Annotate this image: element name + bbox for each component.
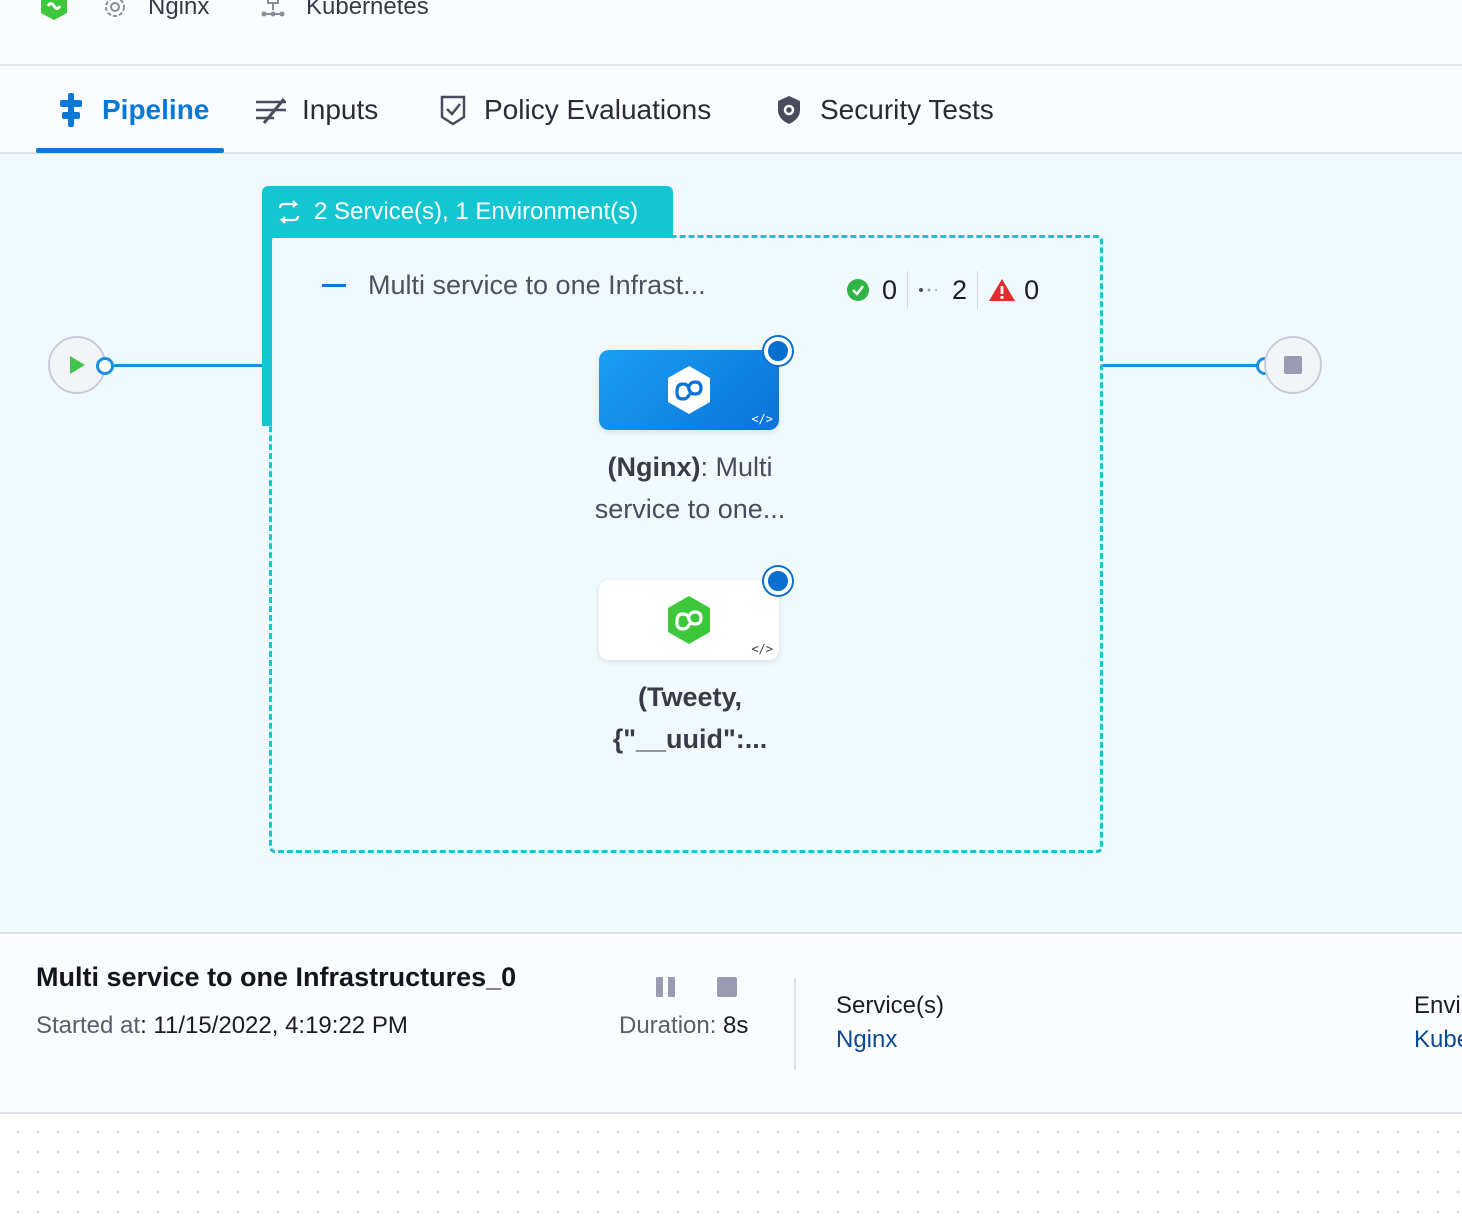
- deploy-stage-icon: [668, 596, 710, 644]
- tab-pipeline[interactable]: Pipeline: [54, 66, 209, 154]
- started-at-label: Started at: [36, 1012, 141, 1039]
- gear-icon: [100, 0, 130, 22]
- tab-inputs-label: Inputs: [302, 94, 379, 125]
- tab-security-tests[interactable]: Security Tests: [772, 66, 994, 154]
- pipeline-canvas[interactable]: [0, 154, 1462, 934]
- yaml-code-icon: </>: [751, 412, 773, 426]
- collapse-icon[interactable]: [322, 284, 346, 287]
- top-bar: Nginx Kubernetes: [0, 0, 1462, 66]
- tab-pipeline-label: Pipeline: [102, 94, 210, 125]
- start-connector: [114, 364, 264, 367]
- pipeline-icon: [54, 93, 88, 127]
- deploy-stage-icon: [668, 366, 710, 414]
- running-status-icon: [764, 567, 792, 595]
- success-check-icon: [847, 279, 869, 301]
- shield-icon: [772, 93, 806, 127]
- stage-details-panel: Multi service to one Infrastructures_0 S…: [0, 936, 1462, 1114]
- failed-count: 0: [1024, 274, 1040, 305]
- stop-icon: [1284, 356, 1302, 374]
- success-count: 0: [882, 274, 898, 305]
- step-label-tweety-line1: (Tweety,: [637, 682, 743, 712]
- step-label-tweety: (Tweety, {"__uuid":...: [560, 676, 820, 760]
- tab-security-tests-label: Security Tests: [820, 94, 994, 125]
- policy-check-icon: [436, 93, 470, 127]
- running-status-icon: [764, 337, 792, 365]
- dotted-background: [0, 1114, 1462, 1228]
- services-heading: Service(s): [836, 992, 945, 1019]
- pause-icon[interactable]: [655, 976, 677, 998]
- step-label-tweety-line2: {"__uuid":...: [612, 724, 768, 754]
- stop-icon[interactable]: [716, 976, 738, 998]
- matrix-group-box: [269, 235, 1103, 853]
- running-count: 2: [952, 274, 968, 305]
- harness-cd-logo-icon: [38, 0, 70, 22]
- pipeline-end-node[interactable]: [1264, 336, 1322, 394]
- duration-value: 8s: [716, 1012, 749, 1039]
- execution-tabs: Pipeline Inputs Policy Evaluations Secur…: [0, 66, 1462, 154]
- matrix-group-label: 2 Service(s), 1 Environment(s): [262, 186, 673, 238]
- stage-details-title: Multi service to one Infrastructures_0: [36, 962, 517, 992]
- stage-title-text: Multi service to one Infrast...: [368, 270, 706, 300]
- step-label-nginx-suffix: : Multi: [700, 452, 773, 482]
- service-chip: Nginx: [100, 0, 209, 22]
- count-separator: [907, 271, 909, 309]
- count-separator: [977, 271, 979, 309]
- stage-header: Multi service to one Infrast...: [322, 270, 706, 301]
- warning-icon: [989, 279, 1016, 301]
- inputs-icon: [254, 93, 288, 127]
- matrix-group-text: 2 Service(s), 1 Environment(s): [314, 198, 639, 225]
- service-chip-label: Nginx: [148, 0, 210, 20]
- running-dots-icon: [919, 288, 938, 292]
- stage-duration: Duration: 8s: [619, 1012, 748, 1040]
- duration-label: Duration:: [619, 1012, 717, 1039]
- step-label-nginx-prefix: (Nginx): [607, 452, 701, 482]
- stage-status-counts: 0 2 0: [846, 270, 1039, 310]
- environments-heading: Envi: [1414, 992, 1461, 1019]
- environments-link[interactable]: Kube: [1414, 1026, 1462, 1053]
- tab-policy-evaluations-label: Policy Evaluations: [484, 94, 712, 125]
- step-label-nginx-line2: service to one...: [594, 494, 786, 524]
- step-label-nginx: (Nginx): Multi service to one...: [560, 446, 820, 530]
- active-tab-indicator: [36, 148, 224, 153]
- infrastructure-icon: [258, 0, 288, 22]
- infra-chip-label: Kubernetes: [306, 0, 429, 20]
- stage-started-at: Started at: 11/15/2022, 4:19:22 PM: [36, 1012, 408, 1040]
- services-link[interactable]: Nginx: [836, 1026, 898, 1053]
- infra-chip: Kubernetes: [258, 0, 429, 22]
- yaml-code-icon: </>: [751, 642, 773, 656]
- started-at-value: : 11/15/2022, 4:19:22 PM: [140, 1012, 408, 1039]
- start-port: [96, 357, 114, 375]
- play-icon: [70, 356, 85, 374]
- matrix-group-rail: [262, 236, 272, 426]
- loop-icon: [274, 197, 304, 227]
- step-card-tweety[interactable]: </>: [599, 580, 779, 660]
- details-divider: [794, 978, 796, 1070]
- step-card-nginx[interactable]: </>: [599, 350, 779, 430]
- end-connector: [1103, 364, 1257, 367]
- tab-inputs[interactable]: Inputs: [254, 66, 378, 154]
- tab-policy-evaluations[interactable]: Policy Evaluations: [436, 66, 711, 154]
